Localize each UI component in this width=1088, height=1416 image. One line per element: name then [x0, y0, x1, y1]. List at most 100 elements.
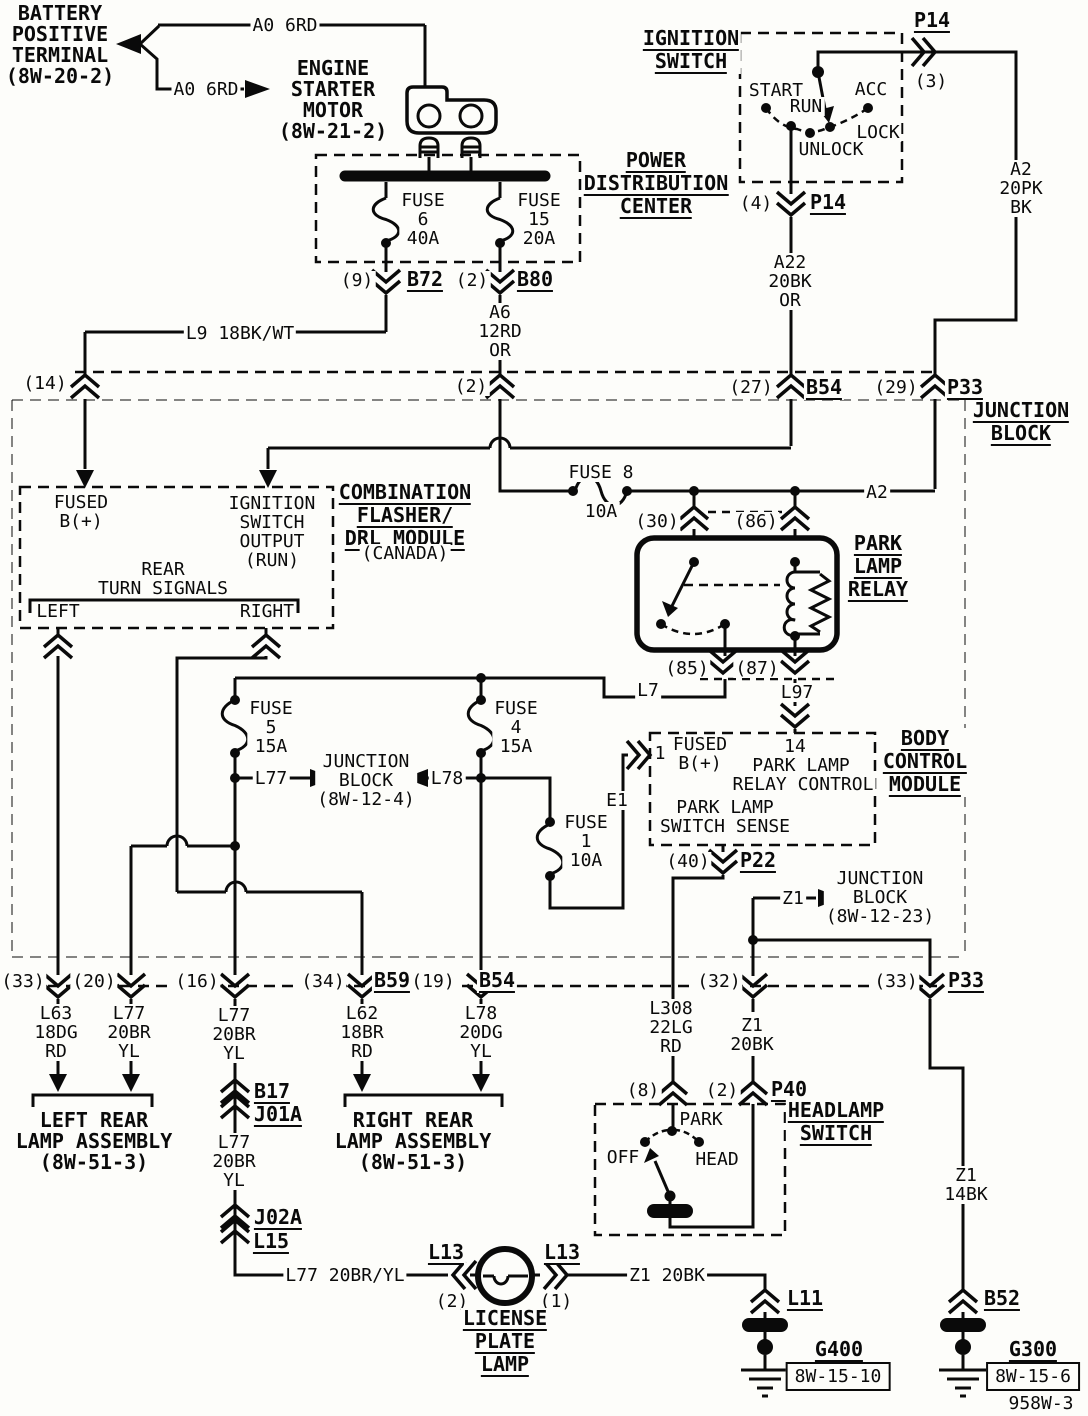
pin-34: (34) [299, 971, 347, 992]
connector-symbol [484, 372, 516, 400]
connector-symbol [484, 268, 516, 296]
connector-b54-lower: B54 [476, 968, 518, 993]
connector-p14-top: P14 [911, 8, 953, 33]
connector-b72: B72 [404, 267, 446, 292]
pin-2-b80: (2) [453, 270, 491, 291]
connector-symbol [749, 1287, 781, 1315]
splice-pill [742, 1318, 788, 1332]
connector-symbol [370, 268, 402, 296]
pin-14: (14) [21, 373, 69, 394]
connector-l13-left-symbol [450, 1259, 478, 1291]
connector-p14-lower: P14 [807, 190, 849, 215]
pin-8: (8) [624, 1080, 662, 1101]
connector-j02a: J02A [251, 1205, 305, 1230]
connector-symbol [219, 1077, 251, 1105]
wire-l7: L7 [635, 680, 661, 701]
bcm-pin-1: 1 [652, 743, 668, 764]
ground-g300-label: G300 [1006, 1337, 1060, 1362]
ign-pos-lock: LOCK [854, 122, 902, 143]
ign-pos-run: RUN [787, 96, 825, 117]
pin-2-jb: (2) [452, 376, 490, 397]
bcm-park-lamp: PARK LAMP [750, 755, 852, 776]
wire-l77-ref: L77 [252, 768, 290, 789]
connector-symbol [219, 1092, 251, 1120]
connector-symbol [737, 1079, 769, 1107]
pin-20: (20) [70, 971, 118, 992]
power-distribution-center-box [314, 153, 582, 264]
pin-3: (3) [912, 71, 950, 92]
wire-a0-6rd-top: A0 6RD [250, 15, 320, 36]
ign-pos-start: START [746, 80, 806, 101]
hls-pos-off: OFF [604, 1147, 642, 1168]
pin-1-lamp: (1) [537, 1291, 575, 1312]
ignition-switch-box [738, 31, 904, 184]
pin-16: (16) [173, 971, 221, 992]
combination-flasher-canada: (CANADA) [359, 543, 451, 564]
hls-pos-head: HEAD [693, 1149, 741, 1170]
bcm-relay-control: RELAY CONTROL [730, 774, 876, 795]
ign-pos-unlock: UNLOCK [796, 139, 866, 160]
connector-l13-right: L13 [541, 1240, 583, 1265]
connector-symbol [737, 972, 769, 1000]
pin-87: (87) [733, 658, 781, 679]
connector-b80: B80 [514, 267, 556, 292]
connector-symbol [657, 1079, 689, 1107]
connector-symbol [779, 702, 811, 730]
connector-symbol [707, 848, 739, 876]
splice-pill [647, 1204, 693, 1218]
connector-b17: B17 [251, 1079, 293, 1104]
pin-29: (29) [872, 377, 920, 398]
flasher-left: LEFT [34, 601, 82, 622]
connector-l15: L15 [250, 1229, 292, 1254]
connector-symbol [779, 648, 811, 676]
connector-symbol [115, 972, 147, 1000]
hls-pos-park: PARK [677, 1109, 725, 1130]
pin-85: (85) [663, 658, 711, 679]
connector-e1-symbol [625, 739, 653, 771]
pin-4: (4) [737, 193, 775, 214]
connector-l11: L11 [784, 1286, 826, 1311]
sheet-number: 958W-3 [1006, 1393, 1076, 1414]
pin-2-lamp: (2) [433, 1291, 471, 1312]
wire-z1-20bk-h: Z1 20BK [627, 1265, 707, 1286]
wire-z1-ref: Z1 [780, 888, 806, 909]
wire-e1: E1 [604, 790, 630, 811]
pin-40: (40) [664, 851, 712, 872]
connector-symbol [947, 1287, 979, 1315]
connector-p40: P40 [768, 1077, 810, 1102]
pin-9: (9) [338, 270, 376, 291]
ground-g400-ref: 8W-15-10 [785, 1362, 891, 1391]
connector-p22: P22 [737, 848, 779, 873]
wire-l9-18bkwt: L9 18BK/WT [183, 323, 297, 344]
fuse-8-amps: 10A [582, 501, 620, 522]
